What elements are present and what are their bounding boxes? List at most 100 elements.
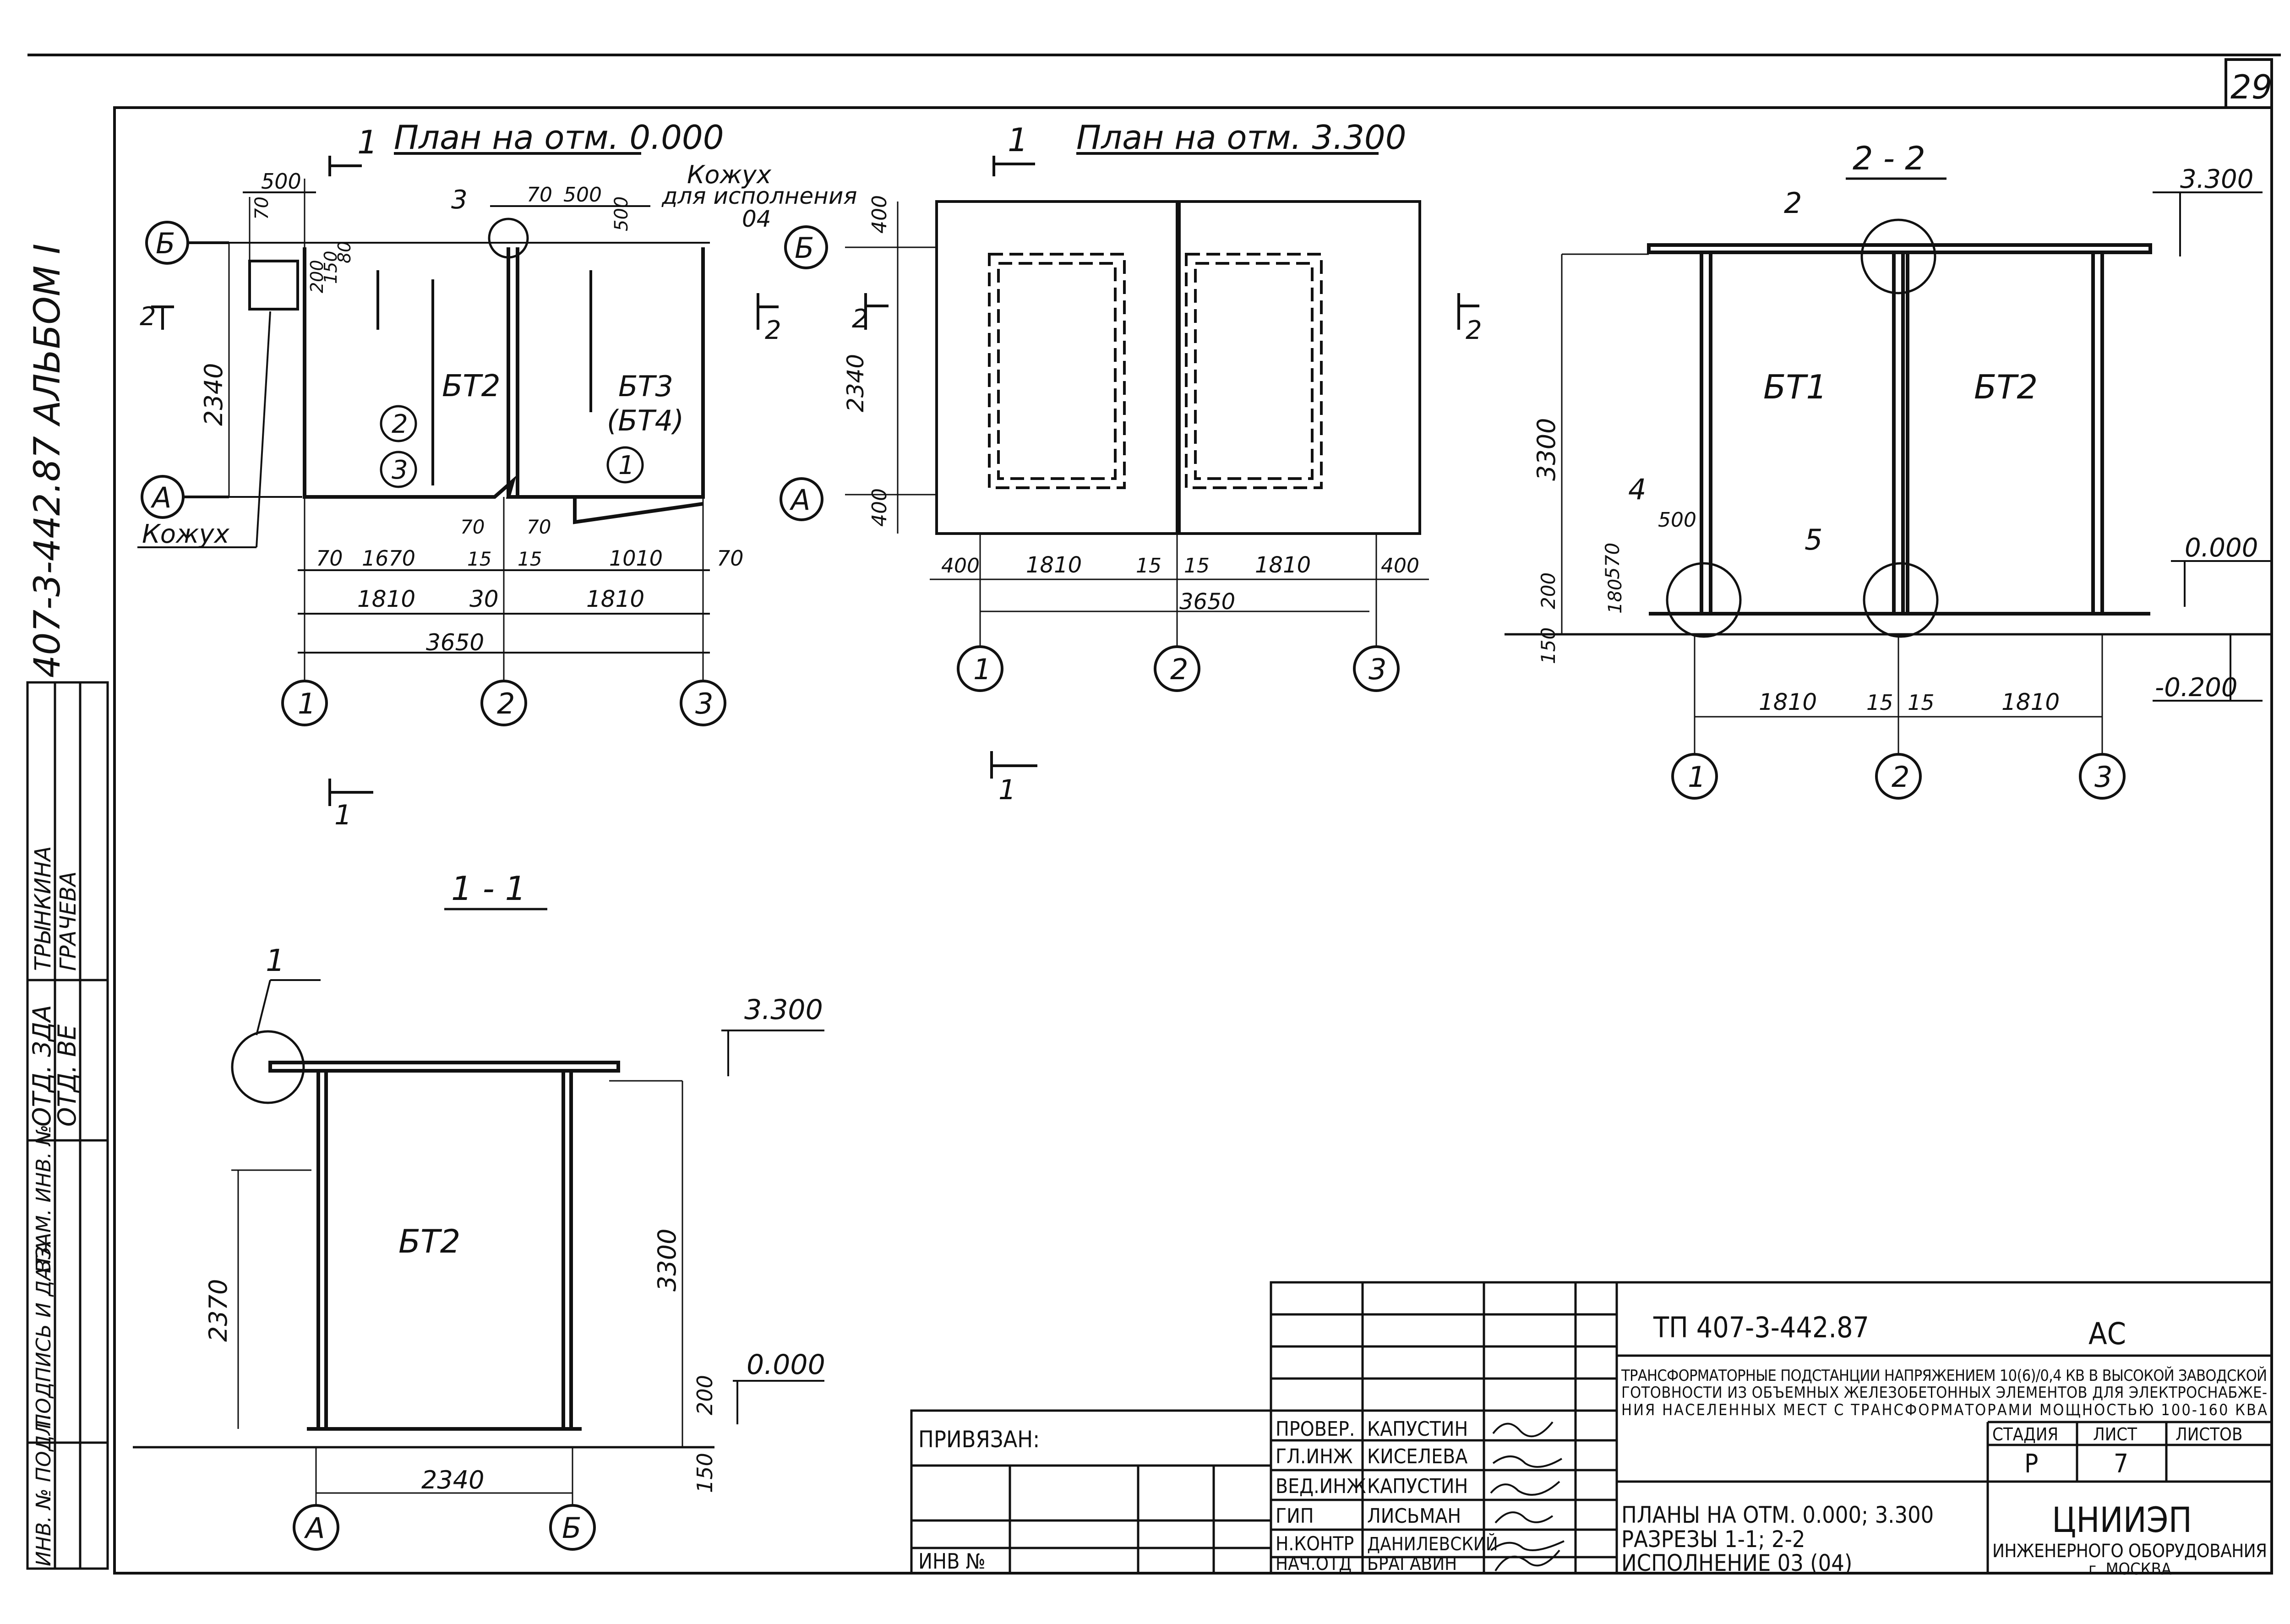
p33-dim-15b: 15: [1184, 554, 1210, 578]
plan-0000-axis-1: 1: [298, 687, 316, 720]
stamp-name-6: БРАГАВИН: [1367, 1553, 1457, 1575]
strip-row-4: ГРАЧЕВА: [55, 871, 81, 971]
stamp-sheet-header: ЛИСТ: [2093, 1424, 2137, 1444]
plan-3300-axis-b: Б: [795, 231, 814, 265]
section-22-level-0000: 0.000: [2185, 533, 2258, 563]
plan-3300: 1 План на отм. 3.300: [780, 118, 1482, 692]
stamp-privyazan: ПРИВЯЗАН:: [918, 1426, 1040, 1453]
stamp-name-2: КИСЕЛЕВА: [1367, 1445, 1467, 1468]
section-22-dim-200: 200: [1537, 572, 1559, 609]
kozhukh-top-note2: 04: [742, 206, 771, 232]
p33-dim-400a: 400: [868, 195, 891, 234]
dim-70a: 70: [251, 196, 273, 220]
stamp-role-6: НАЧ.ОТД: [1276, 1553, 1352, 1575]
plan-0000-axis-2: 2: [497, 687, 515, 720]
stamp-name-3: КАПУСТИН: [1367, 1475, 1468, 1498]
p33-dim-400b: 400: [868, 488, 891, 527]
stamp-role-3: ВЕД.ИНЖ: [1276, 1475, 1366, 1498]
section-22-callout-4: 4: [1628, 473, 1646, 506]
stamp-desc-3: НИЯ НАСЕЛЕННЫХ МЕСТ С ТРАНСФОРМАТОРАМИ М…: [1621, 1401, 2267, 1419]
p33-dim-400d: 400: [1381, 554, 1419, 578]
plan-3300-cut2-right: 2: [1466, 316, 1482, 345]
section-11-axis-a: А: [304, 1511, 325, 1545]
cut-mark-bottom-left-label: 1: [334, 799, 352, 831]
section-22-dim-150: 150: [1537, 627, 1559, 664]
stamp-code: ТП 407-3-442.87: [1653, 1311, 1869, 1344]
section-22-dim-1810a: 1810: [1759, 689, 1817, 715]
cut-mark-bottom-mid: [990, 751, 1037, 779]
dim-70f: 70: [717, 546, 744, 571]
dim-500: 500: [261, 169, 301, 194]
stamp-name-4: ЛИСЬМАН: [1367, 1504, 1461, 1528]
p33-dim-400c: 400: [941, 554, 980, 578]
section-22-dim-15a: 15: [1866, 690, 1893, 715]
stamp-role-5: Н.КОНТР: [1276, 1532, 1354, 1555]
stamp-stage-header: СТАДИЯ: [1992, 1424, 2058, 1444]
cut-mark-bottom-left: [328, 779, 373, 806]
plan-0000-axis-b: Б: [156, 227, 175, 260]
plan-3300-cut2-left: 2: [852, 304, 868, 334]
dim-70d: 70: [460, 516, 485, 538]
dim-80: 80: [334, 241, 354, 263]
stamp-title-3: ИСПОЛНЕНИЕ 03 (04): [1621, 1550, 1852, 1576]
dim-500b: 500: [563, 183, 602, 207]
section-11-room: БТ2: [398, 1223, 460, 1260]
section-22-callout-2: 2: [1784, 186, 1802, 220]
strip-col-1: ИНВ. № ПОДЛ.: [32, 1414, 55, 1566]
section-11-level-3300: 3.300: [744, 994, 823, 1026]
plan-0000-axis-3: 3: [695, 687, 713, 720]
section-22-callout-5: 5: [1805, 523, 1822, 556]
section-11: 1 - 1 БТ2 1: [133, 869, 825, 1551]
stamp-stage: Р: [2024, 1449, 2038, 1479]
signatures: [1490, 1421, 1565, 1572]
stamp-role-2: ГЛ.ИНЖ: [1276, 1445, 1353, 1468]
dim-500c: 500: [611, 196, 632, 231]
section-22-dim-570: 570: [1601, 543, 1624, 579]
stamp-org-sub: ИНЖЕНЕРНОГО ОБОРУДОВАНИЯ: [1992, 1541, 2267, 1562]
plan-3300-section-mark: 1: [1008, 121, 1028, 159]
plan-3300-axis-a: А: [789, 483, 810, 517]
album-note: 407-3-442.87 АЛЬБОМ I: [27, 244, 68, 678]
dim-1670: 1670: [362, 546, 415, 571]
plan-3300-title: План на отм. 3.300: [1076, 118, 1407, 157]
stamp-inv: ИНВ №: [918, 1549, 986, 1574]
strip-col-2: ПОДПИСЬ И ДАТА: [32, 1241, 55, 1429]
sheet-frame: [27, 54, 2281, 1575]
section-22-dim-1810b: 1810: [2001, 689, 2060, 715]
plan-3300-axis-1: 1: [973, 653, 991, 686]
section-22: 2 - 2: [1505, 140, 2272, 800]
cut-mark-bottom-mid-label: 1: [998, 774, 1016, 806]
dim-70c: 70: [316, 546, 343, 571]
section-11-dim-150: 150: [692, 1453, 717, 1493]
p33-dim-1810a: 1810: [1026, 552, 1082, 578]
strip-row-3: ТРЫНКИНА: [30, 846, 56, 971]
plan-3300-axis-3: 3: [1369, 653, 1386, 686]
callout-1: 1: [618, 451, 635, 480]
stamp-name-1: КАПУСТИН: [1367, 1417, 1468, 1441]
section-11-dim-200: 200: [692, 1375, 717, 1415]
section-11-dim-2340: 2340: [421, 1466, 484, 1494]
section-11-callout: 1: [266, 943, 285, 978]
dim-30: 30: [469, 586, 499, 612]
section-22-level-3300: 3.300: [2180, 164, 2253, 194]
dim-1810b: 1810: [586, 586, 644, 612]
plan-3300-axis-2: 2: [1170, 653, 1188, 686]
dim-2340: 2340: [199, 363, 228, 426]
callout-3b: 3: [451, 185, 468, 215]
stamp-name-5: ДАНИЛЕВСКИЙ: [1367, 1533, 1498, 1555]
stamp-org: ЦНИИЭП: [2052, 1499, 2192, 1540]
section-22-axis-3: 3: [2094, 760, 2112, 794]
dim-1810a: 1810: [357, 586, 415, 612]
section-22-level-m0200: -0.200: [2155, 673, 2238, 703]
dim-70e: 70: [527, 516, 551, 538]
section-11-dim-3300: 3300: [653, 1229, 682, 1292]
plan-0000-room-bt3: БТ3: [618, 370, 673, 403]
strip-col-3: ВЗАМ. ИНВ. №: [32, 1125, 55, 1273]
section-22-dim-180: 180: [1605, 579, 1626, 614]
dim-150: 150: [321, 251, 341, 284]
section-22-room-bt1: БТ1: [1763, 368, 1827, 406]
stamp-desc-1: ТРАНСФОРМАТОРНЫЕ ПОДСТАНЦИИ НАПРЯЖЕНИЕМ …: [1621, 1366, 2267, 1385]
callout-2: 2: [392, 409, 408, 439]
stamp-title-2: РАЗРЕЗЫ 1-1; 2-2: [1621, 1526, 1805, 1553]
